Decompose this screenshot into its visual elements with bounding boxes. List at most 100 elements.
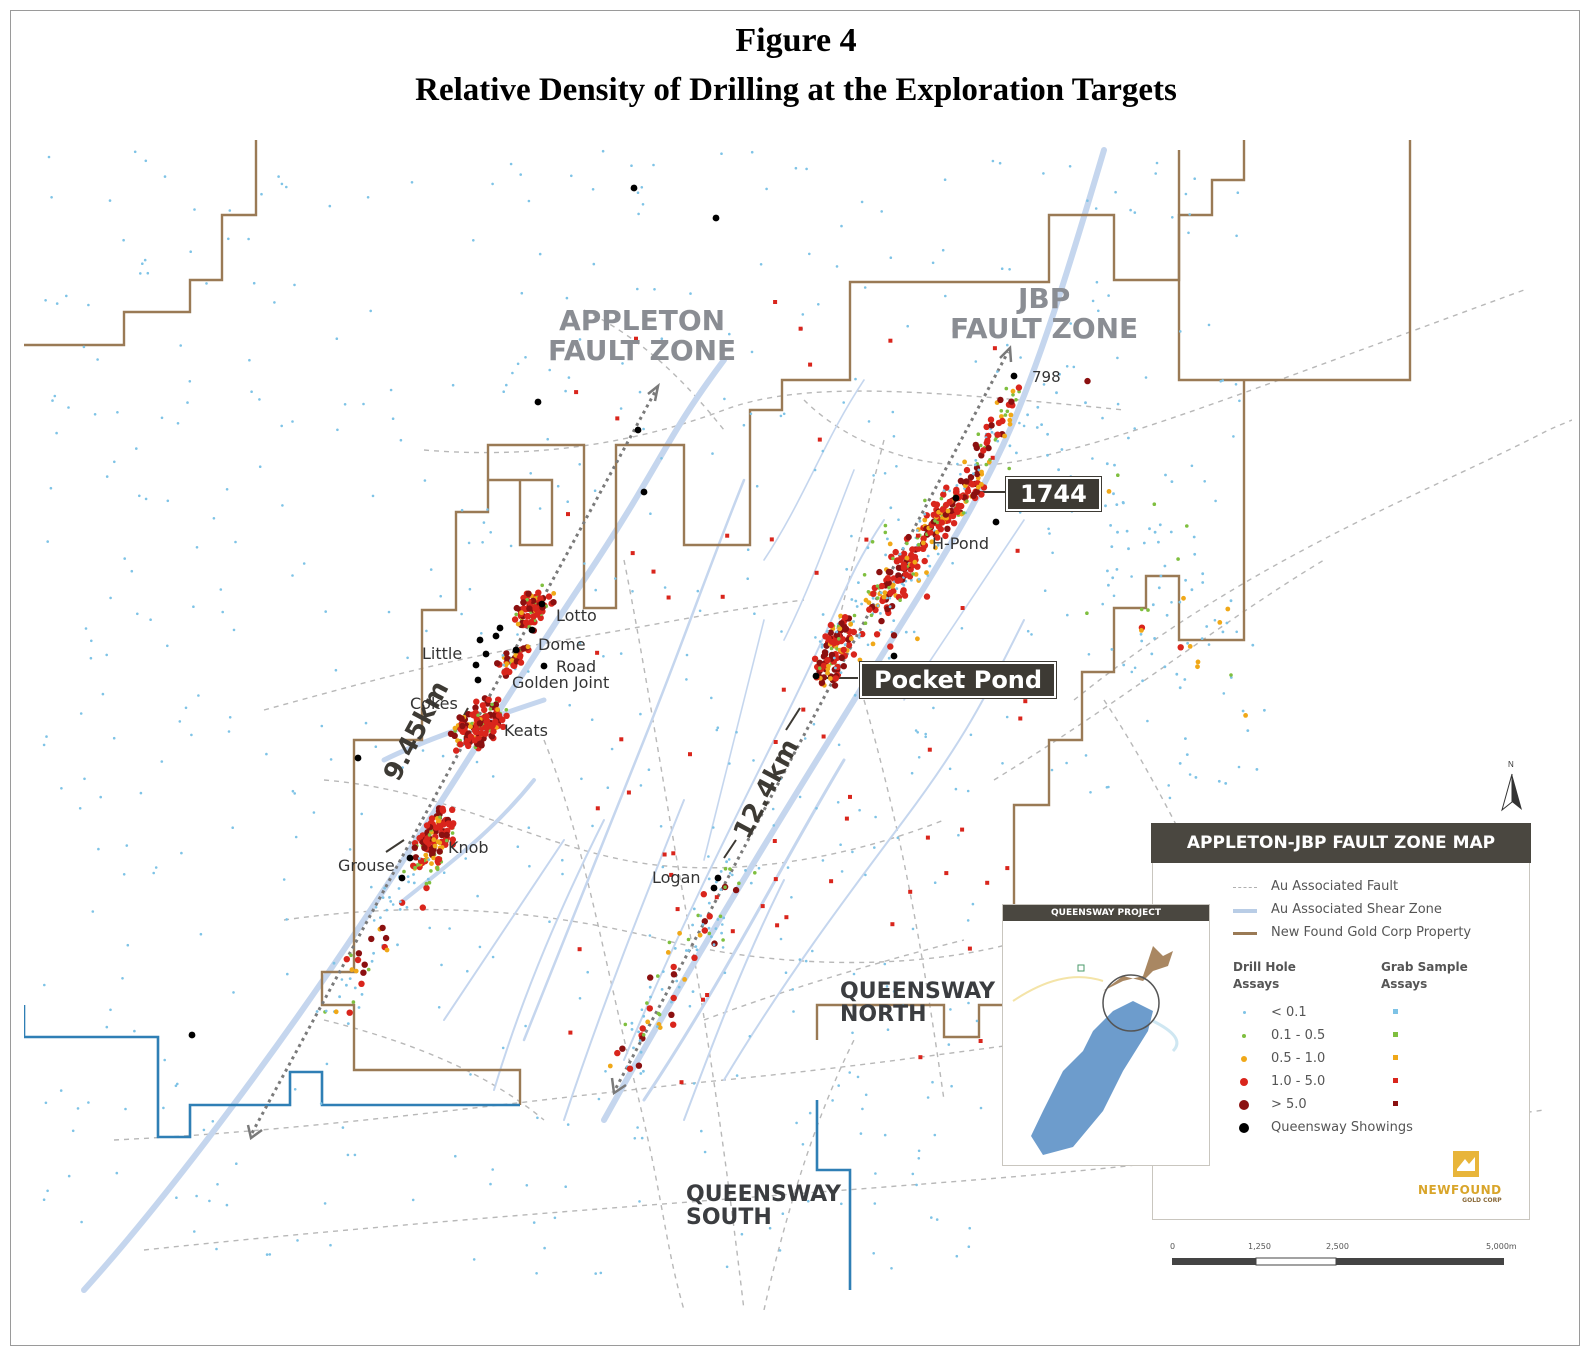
assay-high xyxy=(934,534,941,541)
assay-low xyxy=(1158,523,1162,527)
assay-low xyxy=(407,880,410,884)
assay-low xyxy=(160,416,164,420)
assay-low xyxy=(655,1025,659,1028)
assay-low xyxy=(130,569,134,573)
assay-low xyxy=(1146,719,1149,723)
assay-low xyxy=(977,468,981,472)
assay-low xyxy=(412,881,416,885)
assay-low xyxy=(293,1088,297,1091)
assay-low xyxy=(780,630,783,633)
assay-moderate xyxy=(623,1022,628,1027)
assay-mid xyxy=(437,840,443,846)
grab-sample xyxy=(925,835,930,840)
assay-high xyxy=(909,546,916,553)
assay-moderate xyxy=(870,540,875,544)
grab-sample xyxy=(701,997,705,1002)
assay-low xyxy=(636,191,640,194)
assay-low xyxy=(876,604,880,607)
assay-low xyxy=(1107,294,1110,297)
queensway-south-label: QUEENSWAY SOUTH xyxy=(686,1183,841,1229)
assay-low xyxy=(44,299,47,302)
assay-low xyxy=(548,368,551,372)
assay-low xyxy=(464,857,468,860)
assay-low xyxy=(814,636,817,639)
assay-high xyxy=(439,805,446,812)
grab-sample xyxy=(773,740,778,744)
assay-low xyxy=(389,900,393,903)
assay-mid xyxy=(504,661,510,666)
assay-low xyxy=(174,1084,178,1088)
assay-high xyxy=(942,501,950,509)
assay-high xyxy=(980,447,987,454)
assay-low xyxy=(334,668,338,672)
grab-sample xyxy=(784,915,789,920)
assay-low xyxy=(532,1221,536,1224)
assay-low xyxy=(772,824,776,827)
assay-low xyxy=(614,577,617,580)
assay-high xyxy=(845,641,853,649)
assay-mid xyxy=(1008,412,1014,418)
assay-high xyxy=(626,1065,634,1072)
assay-low xyxy=(1167,784,1170,787)
assay-low xyxy=(178,720,182,723)
assay-low xyxy=(265,752,268,756)
assay-mid xyxy=(933,545,938,551)
assay-low xyxy=(1026,413,1029,417)
assay-low xyxy=(1221,630,1225,634)
assay-high xyxy=(887,569,894,576)
assay-mid xyxy=(848,621,853,627)
assay-moderate xyxy=(898,598,902,602)
assay-high xyxy=(670,971,678,978)
assay-high xyxy=(896,577,903,584)
assay-low xyxy=(135,447,138,450)
legend-gs-10-50 xyxy=(1393,1078,1398,1083)
assay-low xyxy=(399,438,403,442)
assay-low xyxy=(47,155,51,159)
assay-low xyxy=(660,337,664,340)
assay-low xyxy=(105,653,108,657)
assay-low xyxy=(723,397,726,401)
assay-low xyxy=(947,1043,951,1046)
assay-low xyxy=(291,789,295,793)
assay-low xyxy=(1130,575,1133,578)
assay-low xyxy=(1084,754,1088,757)
assay-low xyxy=(687,949,691,952)
assay-mid xyxy=(509,658,515,663)
assay-moderate xyxy=(667,940,672,945)
assay-high xyxy=(537,595,544,602)
assay-moderate xyxy=(905,541,909,546)
assay-mid xyxy=(1217,620,1223,625)
assay-high xyxy=(535,589,542,596)
assay-low xyxy=(707,855,710,858)
assay-low xyxy=(1097,309,1100,313)
assay-low xyxy=(1165,613,1169,617)
assay-low xyxy=(315,1010,319,1013)
assay-low xyxy=(727,858,731,861)
assay-mid xyxy=(515,621,521,627)
assay-low xyxy=(1122,663,1126,667)
jbp-zone-line1: JBP xyxy=(1017,282,1071,315)
assay-low xyxy=(1229,676,1233,679)
assay-low xyxy=(294,835,298,839)
legend-showings-label: Queensway Showings xyxy=(1271,1120,1413,1135)
assay-low xyxy=(112,736,116,740)
assay-low xyxy=(1133,427,1136,430)
assay-moderate xyxy=(862,573,867,577)
assay-low xyxy=(648,934,652,937)
assay-low xyxy=(695,948,699,952)
assay-high xyxy=(887,589,894,597)
assay-moderate xyxy=(525,598,529,602)
assay-low xyxy=(1111,576,1115,580)
assay-moderate xyxy=(723,867,728,871)
assay-low xyxy=(864,873,867,877)
assay-low xyxy=(396,943,399,947)
assay-moderate xyxy=(852,613,857,618)
assay-high xyxy=(706,913,713,920)
assay-moderate xyxy=(933,519,937,523)
grab-sample xyxy=(775,923,780,928)
assay-low xyxy=(979,1106,983,1110)
assay-mid xyxy=(384,947,390,953)
assay-low xyxy=(606,786,610,789)
assay-mid xyxy=(887,541,893,547)
assay-low xyxy=(49,486,53,490)
